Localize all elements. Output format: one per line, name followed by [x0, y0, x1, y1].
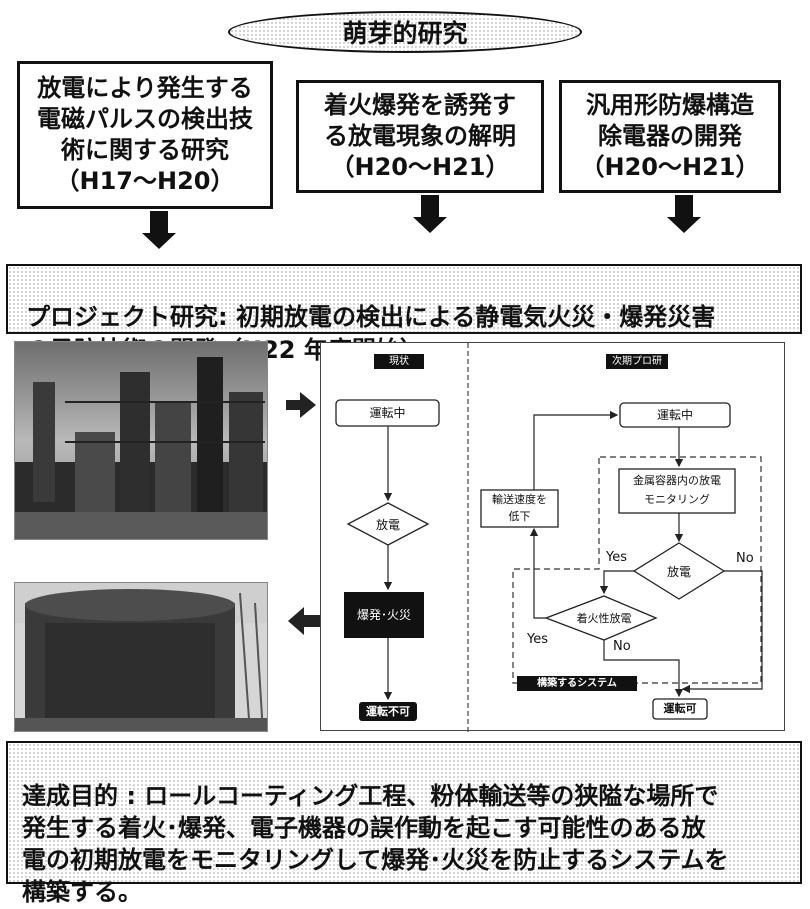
no-label: No — [736, 551, 754, 566]
research-box-emp-text: 放電により発生する 電磁パルスの検出技 術に関する研究 （H17～H20） — [37, 73, 253, 196]
left-running-node: 運転中 — [369, 406, 406, 420]
right-ok-node: 運転可 — [663, 702, 697, 715]
research-box-emp-detection: 放電により発生する 電磁パルスの検出技 術に関する研究 （H17～H20） — [17, 61, 273, 209]
flowchart-panel: 現状 次期プロ研 運転中 放電 爆発･火災 運転不可 運転中 金属容器内の放電 … — [320, 342, 785, 732]
next-project-heading: 次期プロ研 — [612, 356, 662, 367]
down-arrow-icon — [667, 195, 701, 233]
project-research-box: プロジェクト研究: 初期放電の検出による静電気火災・爆発災害 の予防技術の開発（… — [6, 264, 802, 364]
down-arrow-icon — [413, 195, 447, 233]
yes-label: Yes — [606, 550, 627, 565]
monitoring-node: 金属容器内の放電 モニタリング — [633, 474, 721, 506]
yes-label: Yes — [527, 632, 548, 647]
right-arrow-icon — [286, 392, 316, 418]
tank-photo — [14, 582, 268, 732]
left-explosion-node: 爆発･火災 — [356, 608, 411, 622]
research-box-neutralizer-text: 汎用形防爆構造 除電器の開発 （H20～H21） — [580, 90, 760, 182]
right-discharge-node: 放電 — [666, 565, 691, 579]
left-discharge-node: 放電 — [375, 518, 400, 532]
goal-box: 達成目的 : ロールコーティング工程、粉体輸送等の狭隘な場所で 発生する着火･爆… — [6, 741, 802, 906]
current-state-heading: 現状 — [389, 356, 409, 367]
research-box-ignition-text: 着火爆発を誘発す る放電現象の解明 （H20～H21） — [324, 90, 516, 182]
goal-text: 達成目的 : ロールコーティング工程、粉体輸送等の狭隘な場所で 発生する着火･爆… — [22, 781, 729, 906]
down-arrow-icon — [142, 211, 176, 249]
left-stop-node: 運転不可 — [366, 705, 410, 718]
research-category-title: 萌芽的研究 — [342, 19, 468, 48]
research-box-neutralizer: 汎用形防爆構造 除電器の開発 （H20～H21） — [559, 80, 781, 193]
system-label: 構築するシステム — [537, 678, 617, 689]
ignition-discharge-node: 着火性放電 — [576, 612, 632, 625]
no-label: No — [613, 639, 631, 654]
reduce-speed-node: 輸送速度を 低下 — [492, 493, 547, 523]
research-box-ignition-mechanism: 着火爆発を誘発す る放電現象の解明 （H20～H21） — [296, 80, 544, 193]
plant-photo — [14, 341, 268, 540]
research-category-oval: 萌芽的研究 — [228, 11, 582, 53]
left-arrow-icon — [288, 607, 320, 635]
right-running-node: 運転中 — [656, 408, 693, 422]
